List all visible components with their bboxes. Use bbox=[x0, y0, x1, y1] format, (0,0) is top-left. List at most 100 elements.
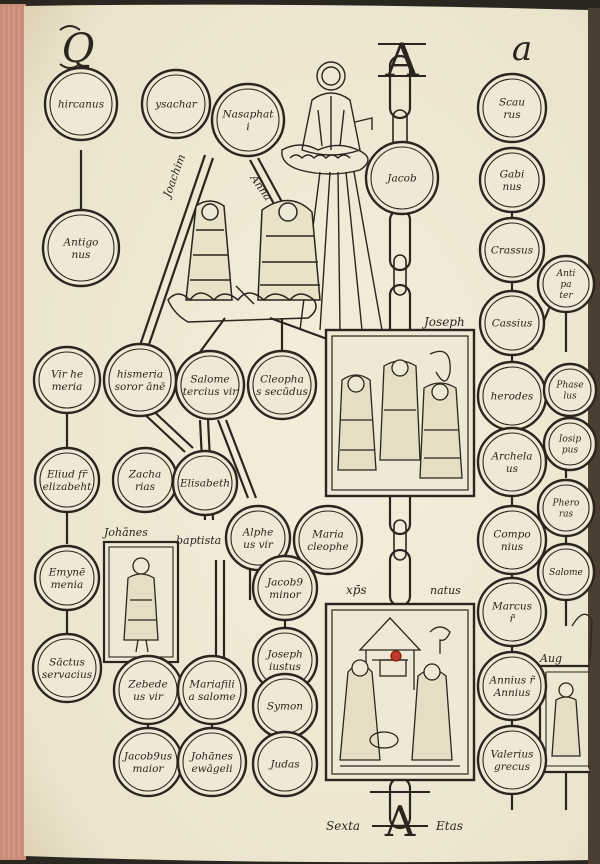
node-label: Joseph bbox=[265, 648, 303, 660]
node-ring-inner bbox=[108, 348, 172, 412]
node-label: r̃ bbox=[509, 613, 515, 625]
node-label: nus bbox=[72, 249, 92, 261]
node-label: Compo bbox=[493, 528, 530, 540]
node-label: maior bbox=[133, 763, 165, 775]
node-ring-outer bbox=[476, 426, 548, 498]
node-label: Mariafili bbox=[188, 678, 234, 690]
initial-center: A bbox=[384, 33, 419, 87]
node-label: us vir bbox=[243, 539, 274, 551]
node-label: Maria bbox=[311, 528, 344, 540]
node-label: hircanus bbox=[58, 99, 105, 111]
node-ring-inner bbox=[39, 550, 95, 606]
node-label: pa bbox=[560, 280, 571, 290]
node-ring-outer bbox=[542, 362, 598, 418]
node-label: Emynē bbox=[48, 566, 86, 578]
node-label: Symon bbox=[267, 701, 303, 713]
node-ring-outer bbox=[251, 730, 319, 798]
node-ring-inner bbox=[484, 222, 540, 278]
node-ring-inner bbox=[146, 74, 206, 134]
node-label: Judas bbox=[268, 759, 300, 771]
node-crassus: Crassus bbox=[478, 216, 546, 284]
node-ring-inner bbox=[257, 736, 313, 792]
node-label: lus bbox=[563, 392, 577, 402]
node-ring-outer bbox=[536, 478, 596, 538]
node-ring-inner bbox=[548, 422, 592, 466]
node-label: Eliud fr̄ bbox=[46, 468, 88, 480]
label-natus: natus bbox=[430, 584, 461, 597]
node-label: Anti bbox=[556, 269, 576, 279]
node-label: herodes bbox=[491, 391, 534, 403]
central-chain bbox=[388, 54, 412, 830]
node-label: cleophe bbox=[307, 541, 348, 553]
node-ring-outer bbox=[176, 654, 248, 726]
node-ring-inner bbox=[47, 214, 115, 282]
node-jacob: Jacob bbox=[364, 140, 440, 216]
node-ring-outer bbox=[176, 726, 248, 798]
node-label: Iosip bbox=[558, 435, 581, 445]
node-ring-inner bbox=[484, 295, 540, 351]
node-hircanus: hircanus bbox=[43, 66, 119, 142]
node-ring-outer bbox=[476, 724, 548, 796]
node-label: ras bbox=[559, 510, 574, 520]
node-label: Crassus bbox=[491, 245, 534, 257]
node-ring-outer bbox=[476, 576, 548, 648]
node-ring-inner bbox=[38, 351, 96, 409]
node-ring-outer bbox=[251, 554, 319, 622]
node-label: Annius r̃ bbox=[489, 674, 536, 686]
nativity-vignette bbox=[324, 602, 476, 782]
node-ring-outer bbox=[476, 650, 548, 722]
node-ring-outer bbox=[33, 446, 101, 514]
node-ring-inner bbox=[230, 510, 286, 566]
node-ring-inner bbox=[182, 660, 242, 720]
node-label: Marcus bbox=[491, 600, 533, 612]
genealogy-nodes: hircanusAntigonusysacharNasaphatiJacobSc… bbox=[31, 66, 598, 798]
john-baptist-vignette bbox=[102, 540, 180, 664]
node-label: Valerius bbox=[491, 748, 535, 760]
node-label: hismeria bbox=[117, 368, 163, 380]
node-ring-inner bbox=[482, 510, 542, 570]
node-ring-inner bbox=[182, 732, 242, 792]
label-baptista: baptista bbox=[176, 534, 221, 547]
node-label: ter bbox=[559, 291, 573, 301]
node-label: Sāctus bbox=[49, 656, 85, 668]
node-ring-inner bbox=[180, 355, 240, 415]
node-label: iustus bbox=[269, 661, 301, 673]
node-label: Gabi bbox=[500, 168, 525, 180]
initial-right: a bbox=[512, 29, 532, 69]
node-label: us vir bbox=[133, 691, 164, 703]
virgin-mary-figure bbox=[281, 61, 383, 331]
node-label: Archela bbox=[490, 450, 532, 462]
node-ring-outer bbox=[478, 289, 546, 357]
label-sexta: Sexta bbox=[326, 819, 360, 833]
node-ring-inner bbox=[39, 452, 95, 508]
node-label: soror ānē bbox=[115, 381, 166, 393]
node-ysachar: ysachar bbox=[140, 68, 212, 140]
node-label: Phero bbox=[552, 499, 580, 509]
node-ring-outer bbox=[43, 66, 119, 142]
node-label: grecus bbox=[494, 761, 531, 773]
node-ring-inner bbox=[177, 455, 233, 511]
node-ring-inner bbox=[482, 432, 542, 492]
node-ring-inner bbox=[49, 72, 113, 136]
node-label: Annius bbox=[493, 687, 531, 699]
node-label: Phase bbox=[555, 381, 583, 391]
node-ring-outer bbox=[33, 544, 101, 612]
initial-ornaments bbox=[59, 25, 430, 827]
